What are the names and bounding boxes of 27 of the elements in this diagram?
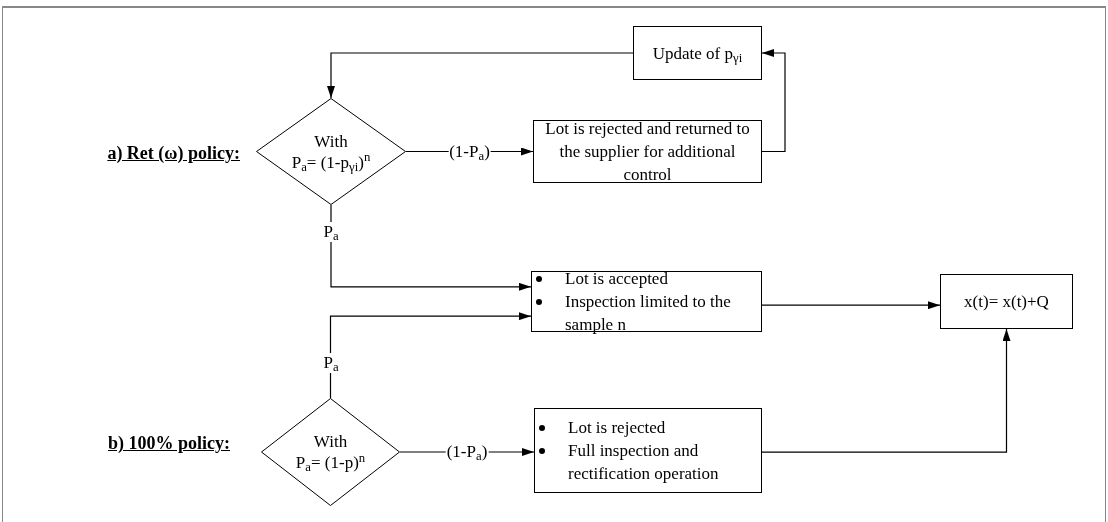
edge-label: P$_{a}$ (322, 222, 340, 242)
arrow (327, 52, 634, 99)
policy-label: a) Ret (ω) policy: (107, 142, 240, 165)
list-item: Lot is accepted (565, 268, 668, 290)
arrow (761, 49, 786, 153)
process-box (531, 271, 762, 332)
process-box (940, 274, 1073, 329)
arrow (761, 301, 941, 310)
arrow (761, 328, 1011, 453)
box-text: Lot is rejected and returned to the supplier for additional control (544, 118, 751, 186)
diamond-text: With (314, 130, 348, 152)
process-box (533, 120, 762, 183)
diamond-text: P$_{a}$= (1-p$_{γi}$)$^{n}$ (291, 151, 371, 173)
process-box (534, 408, 762, 493)
list-item: Inspection limited to the sample n (565, 291, 732, 336)
policy-label: b) 100% policy: (108, 432, 230, 455)
diamond-text: With (313, 431, 348, 452)
arrow (330, 204, 532, 291)
arrow (329, 312, 532, 399)
list-item: Lot is rejected (568, 417, 666, 439)
box-text: Update of p$_{γi}$ (652, 42, 743, 65)
diamond-text: P$_{a}$= (1-p)$^{n}$ (295, 452, 366, 473)
process-box (633, 26, 762, 80)
edge-label: (1-P$_{a}$) (445, 442, 489, 462)
box-text: x(t)= x(t)+Q (964, 291, 1049, 313)
edge-label: P$_{a}$ (322, 353, 340, 373)
list-item: Full inspection and rectification operation (568, 440, 720, 485)
